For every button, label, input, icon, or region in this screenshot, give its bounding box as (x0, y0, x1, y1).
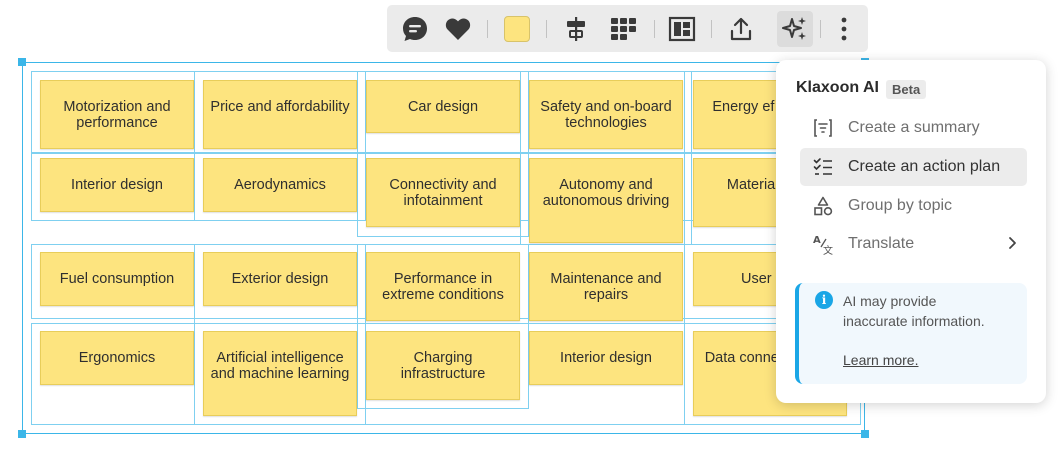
checklist-icon (812, 156, 834, 178)
column-frame (194, 71, 366, 221)
color-button[interactable] (499, 11, 535, 47)
column-frame (357, 244, 529, 409)
ai-menu-title: Klaxoon AI (796, 79, 879, 96)
frame-button[interactable] (664, 11, 700, 47)
sticky-note[interactable]: Maintenance and repairs (529, 252, 683, 321)
comment-icon (403, 17, 427, 41)
sticky-note[interactable]: Charging infrastructure (366, 331, 520, 400)
ai-menu: Klaxoon AI Beta Create a summary Create … (776, 60, 1046, 403)
toolbar-separator (487, 20, 488, 38)
create-action-plan-item[interactable]: Create an action plan (800, 148, 1027, 186)
align-center-icon (567, 17, 585, 41)
sticky-note[interactable]: Artificial intelligence and machine lear… (203, 331, 357, 416)
toolbar-separator (820, 20, 821, 38)
resize-handle-bottom-left[interactable] (18, 430, 26, 438)
translate-item[interactable]: A 文 Translate (800, 225, 1027, 263)
ai-button[interactable] (777, 11, 813, 47)
toolbar-separator (654, 20, 655, 38)
sticky-note[interactable]: Fuel consumption (40, 252, 194, 306)
summary-icon (812, 117, 834, 139)
beta-badge: Beta (886, 80, 927, 99)
align-button[interactable] (558, 11, 594, 47)
sticky-note[interactable]: Performance in extreme conditions (366, 252, 520, 321)
heart-icon (445, 18, 471, 40)
floating-toolbar (387, 5, 868, 52)
translate-icon: A 文 (812, 233, 834, 255)
toolbar-separator (546, 20, 547, 38)
toolbar-separator (711, 20, 712, 38)
color-swatch (504, 16, 530, 42)
info-icon: i (815, 291, 833, 309)
sticky-note[interactable]: Car design (366, 80, 520, 133)
grid-button[interactable] (606, 11, 642, 47)
group-by-topic-item[interactable]: Group by topic (800, 187, 1027, 225)
sticky-note[interactable]: Interior design (40, 158, 194, 212)
svg-text:A: A (813, 235, 821, 246)
learn-more-link[interactable]: Learn more. (843, 352, 919, 368)
grid-icon (611, 18, 636, 40)
sticky-note[interactable]: Price and affordability (203, 80, 357, 149)
column-frame (520, 71, 692, 245)
sticky-note[interactable]: Exterior design (203, 252, 357, 306)
more-button[interactable] (826, 11, 862, 47)
sparkles-icon (782, 17, 806, 40)
disclaimer-text: AI may provide inaccurate information. (843, 293, 985, 329)
resize-handle-bottom-right[interactable] (861, 430, 869, 438)
sticky-note[interactable]: Ergonomics (40, 331, 194, 385)
resize-handle-top-left[interactable] (18, 58, 26, 66)
export-button[interactable] (723, 11, 759, 47)
sticky-note[interactable]: Interior design (529, 331, 683, 385)
sticky-note[interactable]: Motorization and performance (40, 80, 194, 149)
sticky-note[interactable]: Autonomy and autonomous driving (529, 158, 683, 243)
ai-disclaimer: i AI may provide inaccurate information.… (795, 283, 1027, 384)
column-frame (194, 244, 366, 425)
create-summary-item[interactable]: Create a summary (800, 109, 1027, 147)
reaction-button[interactable] (440, 11, 476, 47)
shapes-icon (812, 195, 834, 217)
comment-button[interactable] (397, 11, 433, 47)
frame-icon (668, 16, 696, 42)
more-vertical-icon (841, 17, 847, 41)
svg-text:文: 文 (823, 244, 833, 255)
column-frame (357, 71, 529, 237)
sticky-note[interactable]: Aerodynamics (203, 158, 357, 212)
upload-icon (730, 17, 752, 41)
sticky-note[interactable]: Connectivity and infotainment (366, 158, 520, 227)
chevron-right-icon (1009, 237, 1016, 249)
sticky-note[interactable]: Safety and on-board technologies (529, 80, 683, 149)
